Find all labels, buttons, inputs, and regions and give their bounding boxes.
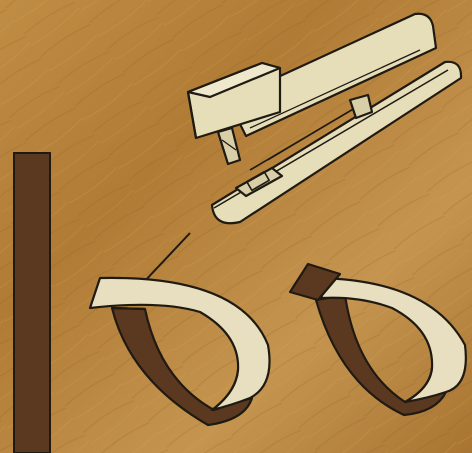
strap-icon xyxy=(14,153,50,453)
